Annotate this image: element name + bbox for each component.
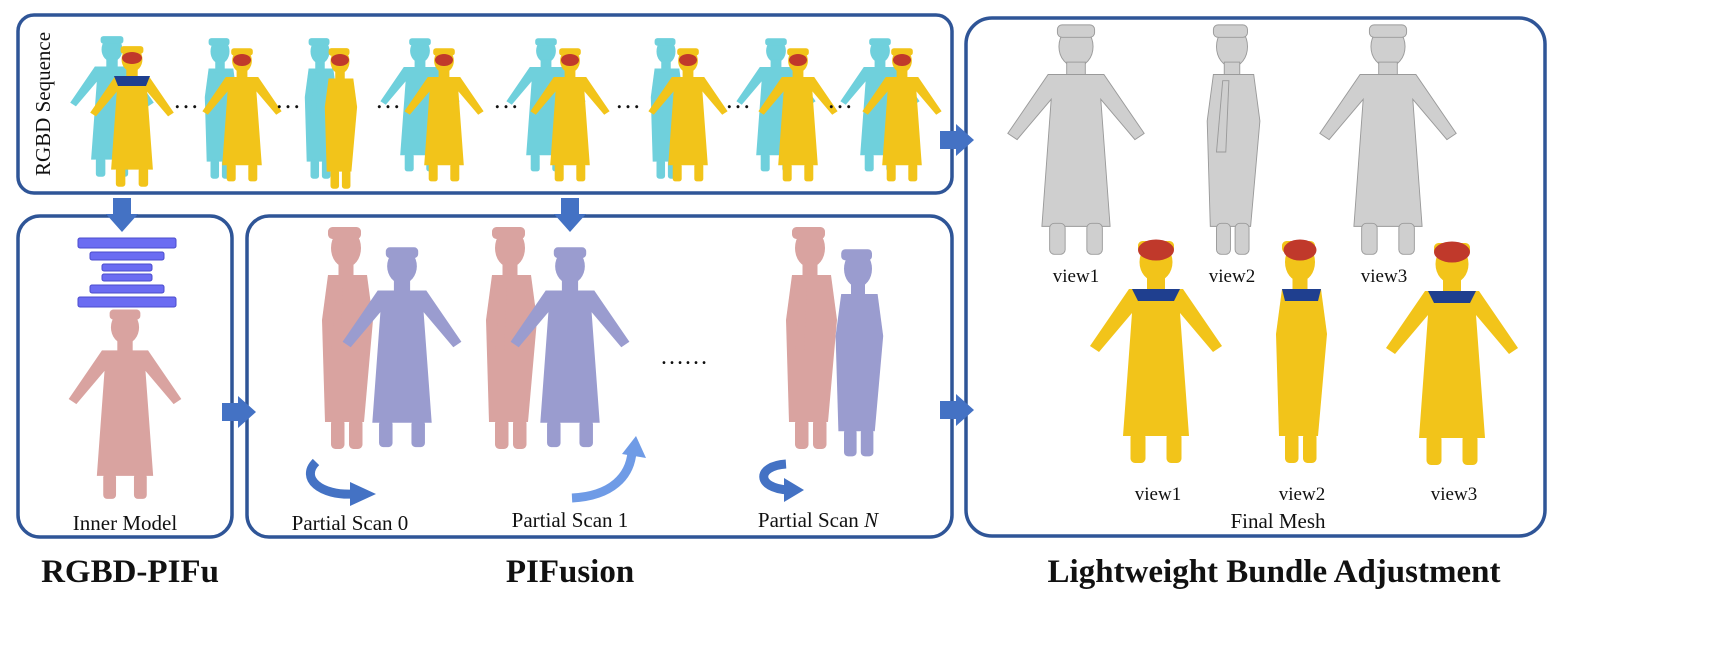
rgbd-pifu-caption: RGBD-PIFu <box>41 554 219 590</box>
gray-view-label: view3 <box>1361 266 1407 287</box>
sequence-ellipsis: … <box>615 85 641 114</box>
color-view-label: view3 <box>1431 484 1477 505</box>
color-mesh-view3 <box>1386 241 1518 465</box>
rotation-arrow <box>306 458 355 499</box>
sequence-ellipsis: … <box>493 85 519 114</box>
gray-mesh-view2 <box>1206 24 1261 256</box>
rgbd-sequence-panel <box>16 13 954 195</box>
final-mesh-label: Final Mesh <box>1230 509 1326 533</box>
partial-scan-mesh <box>835 249 884 457</box>
rgbd-sequence-label: RGBD Sequence <box>31 32 55 176</box>
rotation-arrow <box>759 459 789 495</box>
color-view-label: view2 <box>1279 484 1325 505</box>
inner-model-label: Inner Model <box>73 511 178 535</box>
scan-ellipsis: …… <box>660 344 708 370</box>
rgbd-frame <box>736 38 838 182</box>
pifusion-caption: PIFusion <box>505 554 635 590</box>
sequence-ellipsis: … <box>275 85 301 114</box>
gray-mesh-view1 <box>1007 24 1145 256</box>
arrow-to-pifusion <box>554 198 586 232</box>
color-view-label: view1 <box>1135 484 1181 505</box>
arrow-inner-to-pifusion <box>222 396 256 428</box>
partial-scan-label: Partial Scan 1 <box>512 508 629 532</box>
bundle-adjustment-panel <box>964 16 1547 538</box>
arrow-pifusion-to-ba <box>940 394 974 426</box>
pifusion-panel <box>245 214 954 539</box>
partial-scan-label: Partial Scan 0 <box>292 511 409 535</box>
rgbd-frame <box>304 38 358 189</box>
rotation-arrow <box>571 451 637 503</box>
gray-view-label: view1 <box>1053 266 1099 287</box>
network-icon <box>77 237 177 308</box>
color-mesh-view2 <box>1276 239 1327 463</box>
sequence-ellipsis: … <box>173 85 199 114</box>
rgbd-frame <box>840 38 942 182</box>
bundle-adjustment-caption: Lightweight Bundle Adjustment <box>1047 554 1501 590</box>
rgbd-frame <box>506 38 610 182</box>
arrow-sequence-to-ba <box>940 124 974 156</box>
rgbd-frame <box>202 38 282 182</box>
sequence-ellipsis: … <box>375 85 401 114</box>
color-mesh-view1 <box>1090 239 1222 463</box>
rgbd-frame <box>648 38 728 182</box>
inner-model-mesh <box>68 309 182 499</box>
inner-model-mesh <box>486 227 537 449</box>
rgbd-frame <box>380 38 484 182</box>
sequence-ellipsis: … <box>725 85 751 114</box>
rgbd-frame <box>70 36 174 187</box>
gray-mesh-view3 <box>1319 24 1457 256</box>
partial-scan-label: Partial Scan N <box>758 508 879 532</box>
gray-view-label: view2 <box>1209 266 1255 287</box>
arrow-to-rgbd-pifu <box>106 198 138 232</box>
sequence-ellipsis: … <box>827 85 853 114</box>
inner-model-mesh <box>786 227 837 449</box>
